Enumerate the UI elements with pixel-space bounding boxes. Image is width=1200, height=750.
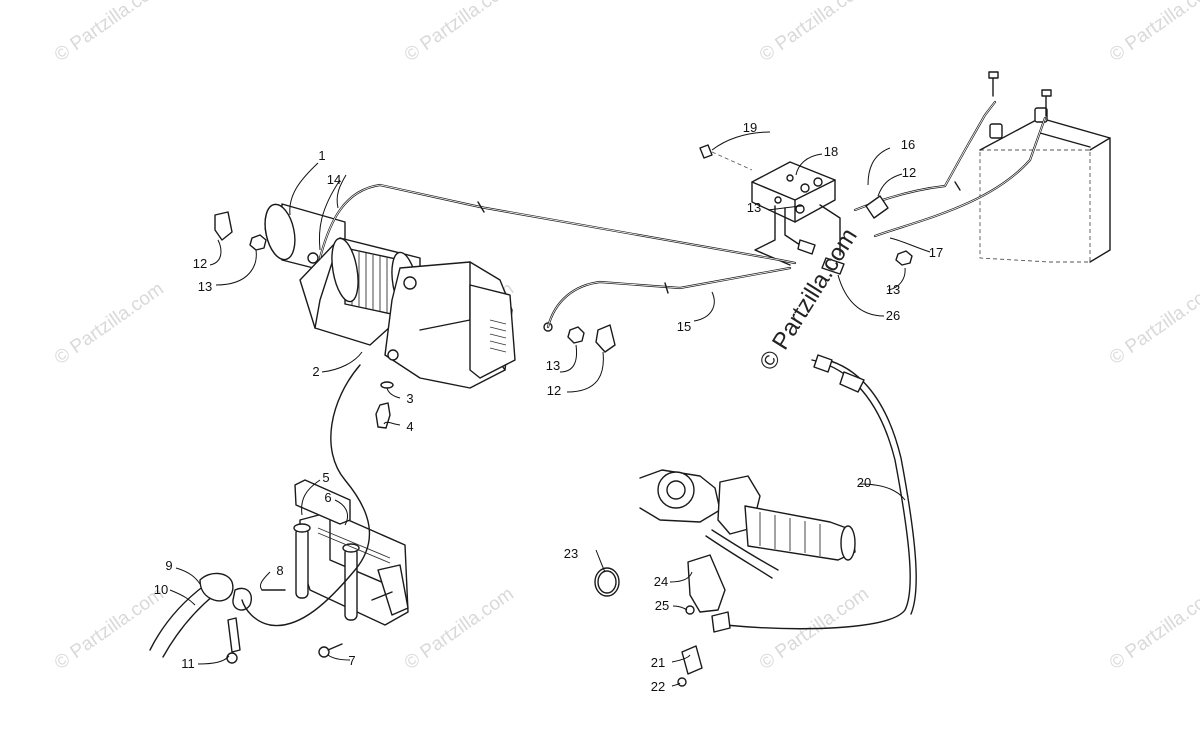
watermark: © Partzilla.com bbox=[51, 0, 168, 66]
callout-20: 20 bbox=[857, 475, 871, 490]
callout-16: 16 bbox=[901, 137, 915, 152]
fairlead-roller-stripes bbox=[317, 527, 391, 564]
callout-24: 24 bbox=[654, 574, 668, 589]
callout-5: 5 bbox=[322, 470, 329, 485]
callout-18: 18 bbox=[824, 144, 838, 159]
watermark: © Partzilla.com bbox=[51, 278, 168, 369]
winch-assembly bbox=[264, 203, 516, 389]
hook-and-strap bbox=[149, 572, 286, 664]
callout-17: 17 bbox=[929, 245, 943, 260]
connector-icon bbox=[839, 371, 865, 393]
callout-2: 2 bbox=[312, 364, 319, 379]
watermark: © Partzilla.com bbox=[1106, 0, 1200, 66]
battery bbox=[979, 71, 1111, 263]
clamp-ring bbox=[594, 567, 620, 597]
contactor-assembly bbox=[699, 144, 845, 275]
watermark: © Partzilla.com bbox=[51, 583, 168, 674]
callout-15: 15 bbox=[677, 319, 691, 334]
hex-nut-icon bbox=[567, 326, 585, 344]
switch-harness bbox=[711, 354, 917, 633]
callout-12-left: 12 bbox=[193, 256, 207, 271]
callout-labels: 1 14 12 13 2 3 4 5 6 7 8 9 10 11 15 13 1… bbox=[154, 120, 943, 694]
callout-26: 26 bbox=[886, 308, 900, 323]
terminal-cap-icon bbox=[214, 211, 233, 241]
hex-nut-icon bbox=[895, 250, 913, 266]
bolt-icon bbox=[318, 646, 330, 658]
callout-13-contactor: 13 bbox=[747, 200, 761, 215]
connector-icon bbox=[797, 239, 816, 255]
connector-icon bbox=[821, 257, 845, 275]
screw-icon bbox=[699, 144, 713, 159]
callout-23: 23 bbox=[564, 546, 578, 561]
watermark: © Partzilla.com bbox=[1106, 583, 1200, 674]
callout-4: 4 bbox=[406, 419, 413, 434]
power-cables bbox=[318, 100, 1047, 329]
washer-icon bbox=[380, 381, 394, 389]
grip-texture bbox=[759, 512, 821, 556]
pin-icon bbox=[227, 617, 241, 653]
callout-7: 7 bbox=[348, 653, 355, 668]
callout-13-right: 13 bbox=[886, 282, 900, 297]
watermark: © Partzilla.com bbox=[401, 583, 518, 674]
callout-13-left: 13 bbox=[198, 279, 212, 294]
watermark: © Partzilla.com bbox=[756, 0, 873, 66]
watermark-layer: © Partzilla.com © Partzilla.com © Partzi… bbox=[51, 0, 1200, 674]
connector-icon bbox=[711, 611, 731, 633]
callout-1: 1 bbox=[318, 148, 325, 163]
callout-22: 22 bbox=[651, 679, 665, 694]
bolt-icon bbox=[375, 402, 391, 429]
roller-fairlead bbox=[293, 479, 409, 658]
callout-12-center: 12 bbox=[547, 383, 561, 398]
terminal-cap-icon bbox=[595, 324, 616, 353]
screw-icon bbox=[685, 605, 695, 615]
callout-12-right: 12 bbox=[902, 165, 916, 180]
callout-leaders bbox=[169, 131, 931, 687]
handlebar-controls bbox=[639, 469, 856, 687]
callout-3: 3 bbox=[406, 391, 413, 406]
watermark: © Partzilla.com bbox=[1106, 278, 1200, 369]
watermark: © Partzilla.com bbox=[401, 0, 518, 66]
callout-14: 14 bbox=[327, 172, 341, 187]
callout-8: 8 bbox=[276, 563, 283, 578]
callout-19: 19 bbox=[743, 120, 757, 135]
winch-cable bbox=[241, 364, 371, 627]
connector-icon bbox=[813, 354, 833, 373]
clamp-icon bbox=[681, 645, 703, 675]
callout-11: 11 bbox=[181, 656, 195, 671]
callout-10: 10 bbox=[154, 582, 168, 597]
callout-21: 21 bbox=[651, 655, 665, 670]
callout-6: 6 bbox=[324, 490, 331, 505]
callout-9: 9 bbox=[165, 558, 172, 573]
callout-25: 25 bbox=[655, 598, 669, 613]
terminal-boot-icon bbox=[865, 195, 889, 219]
callout-13-center: 13 bbox=[546, 358, 560, 373]
switch-housing-icon bbox=[687, 554, 726, 613]
screw-icon bbox=[677, 677, 687, 687]
hex-nut-icon bbox=[249, 234, 267, 251]
gearbox-label-stripes bbox=[489, 319, 507, 353]
